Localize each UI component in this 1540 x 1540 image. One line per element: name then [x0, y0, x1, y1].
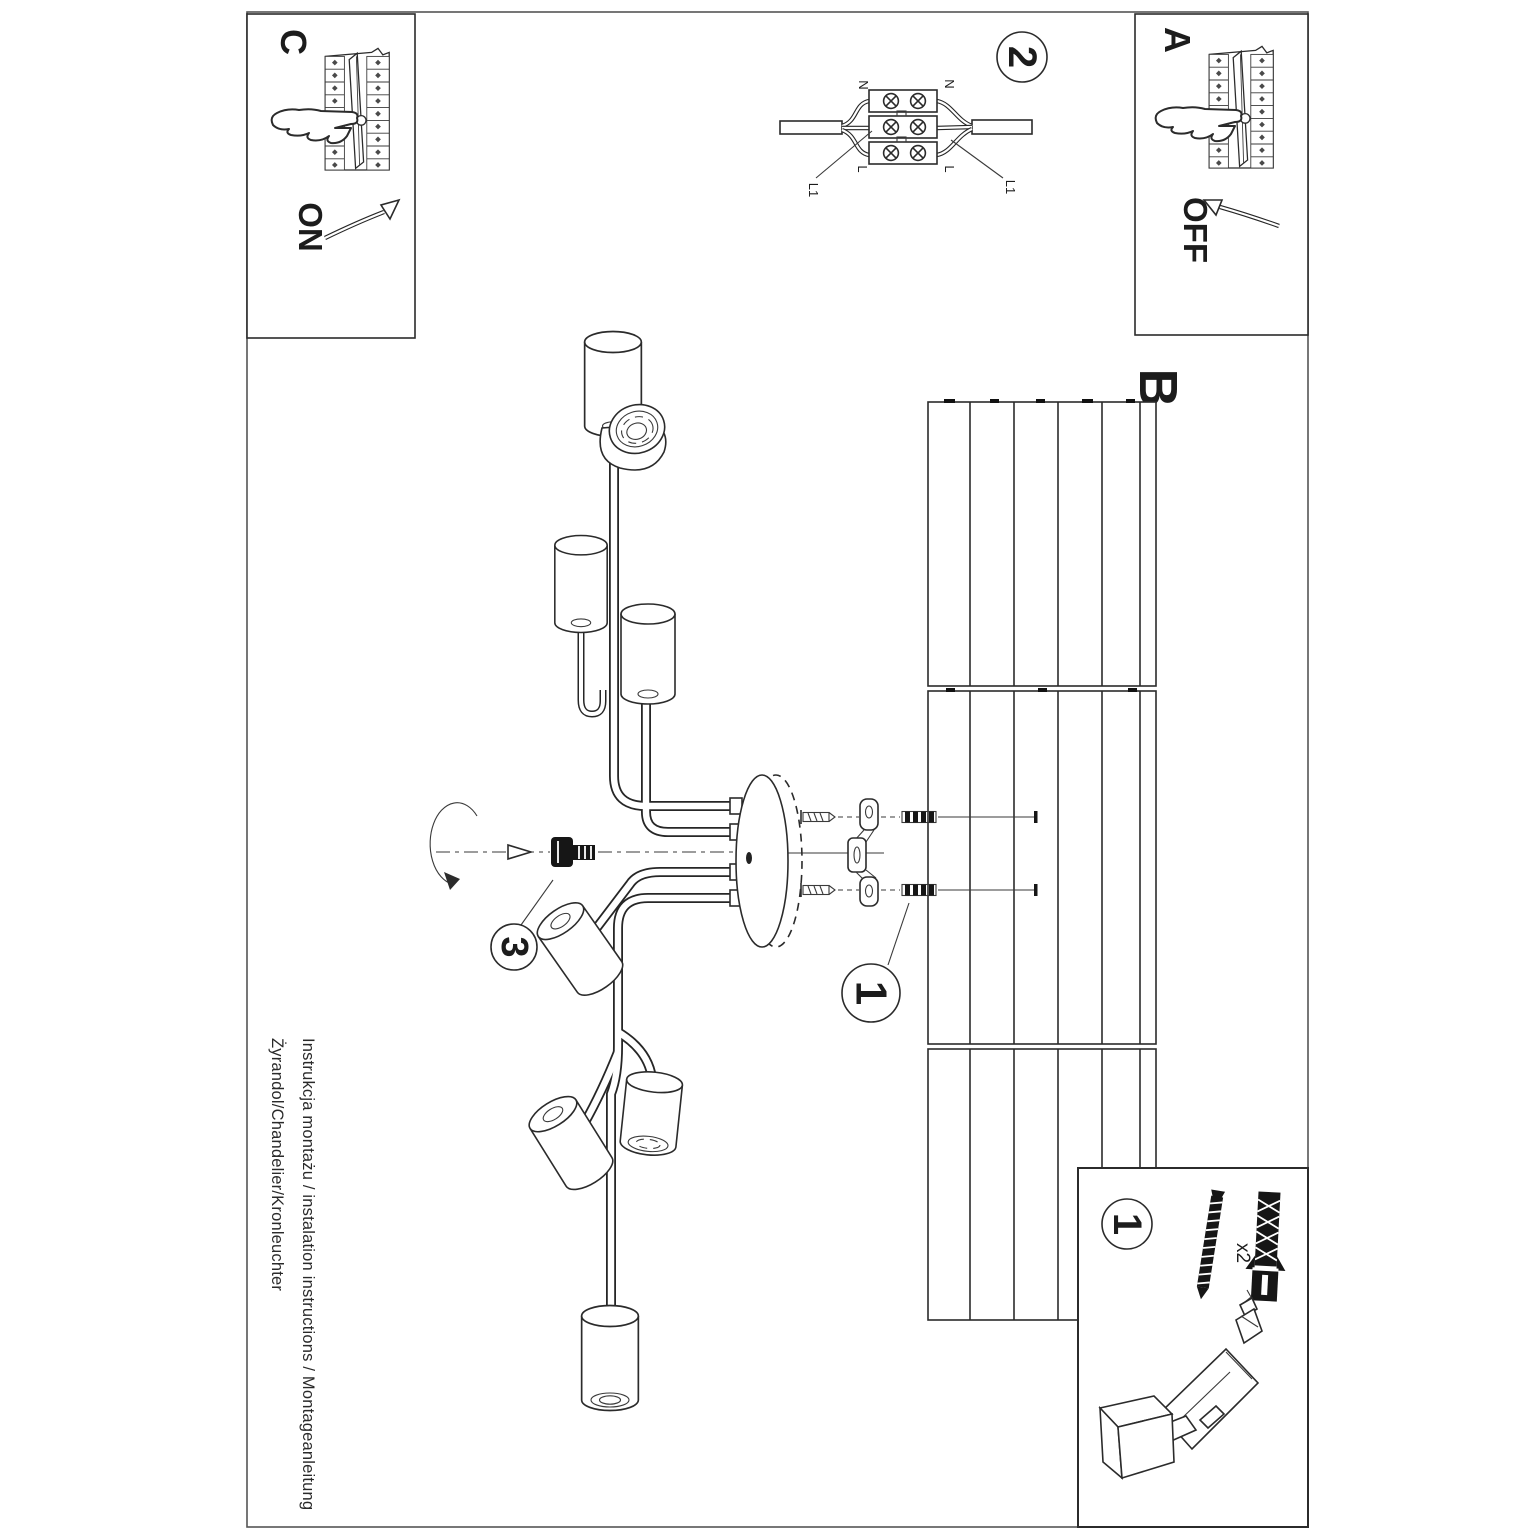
panel-a-state: OFF	[1177, 197, 1214, 263]
section-b-label: B	[1128, 369, 1188, 408]
panel-a-label: A	[1157, 27, 1198, 53]
wiring-diagram: 2 N N L L L1 L1	[779, 31, 1048, 197]
parts-box: 1 x2	[1077, 1167, 1309, 1528]
lamp-socket-bottom	[580, 1304, 640, 1412]
doc-title-line2: Żyrandol/Chandelier/Kronleuchter	[268, 1038, 287, 1291]
step-2-number: 2	[1000, 46, 1044, 68]
wires	[841, 98, 974, 158]
panel-c-state: ON	[292, 202, 329, 252]
ceiling-canopy	[729, 774, 803, 948]
leader-l1-left	[815, 130, 873, 179]
lamp-socket-threaded	[599, 403, 667, 471]
step-3-number: 3	[493, 936, 535, 957]
terminal-blocks	[868, 89, 938, 165]
on-arrow-icon	[324, 198, 401, 240]
wire-label-l1-right: L1	[1003, 180, 1018, 194]
leader-l1-right	[950, 139, 1004, 179]
supply-cable-right	[971, 119, 1033, 135]
document-titles: Instrukcja montażu / instalation instruc…	[268, 1038, 317, 1510]
canopy-screw-hole	[746, 852, 752, 864]
parts-step-circle	[1101, 1198, 1153, 1250]
wire-label-n-right: N	[942, 79, 957, 88]
chandelier-illustration: 3	[429, 330, 803, 1412]
step-1-circle	[841, 963, 901, 1023]
wire-label-n-left: N	[856, 80, 871, 89]
panel-c-label: C	[273, 29, 314, 55]
canopy-screw	[551, 837, 595, 867]
mounting-bracket	[847, 798, 879, 907]
lamp-socket	[620, 603, 676, 705]
parts-step-number: 1	[1105, 1213, 1149, 1235]
step-1-leader	[887, 902, 910, 966]
breaker-on-panel-c: C ON	[246, 13, 416, 339]
step-1-number: 1	[847, 981, 896, 1005]
breaker-panel-icon	[324, 47, 390, 171]
rotate-arrow-icon	[429, 802, 478, 890]
step-3-leader	[520, 879, 554, 926]
screw-icon	[1196, 1189, 1226, 1300]
mounting-hardware: 1	[788, 798, 1039, 1023]
axis-arrowhead-icon	[507, 843, 534, 861]
breaker-panel-icon	[1208, 45, 1274, 169]
wire-label-l1-left: L1	[806, 183, 821, 197]
lamp-socket	[554, 534, 608, 634]
screw-axis-line	[436, 843, 744, 861]
lamp-socket-threaded	[619, 1071, 684, 1156]
drill-icon	[1098, 1289, 1263, 1480]
off-arrow-icon	[1202, 199, 1280, 229]
wall-anchor-icon	[1245, 1191, 1286, 1302]
doc-title-line1: Instrukcja montażu / instalation instruc…	[299, 1038, 317, 1510]
step-3-circle	[490, 923, 538, 971]
breaker-off-panel-a: A OFF	[1134, 13, 1309, 336]
wire-label-l-right: L	[942, 165, 957, 172]
parts-qty-label: x2	[1232, 1243, 1253, 1263]
step-2-circle	[996, 31, 1048, 83]
wire-label-l-left: L	[855, 165, 870, 172]
supply-cable-left	[779, 120, 843, 135]
plank-nail-marks	[944, 399, 1137, 692]
